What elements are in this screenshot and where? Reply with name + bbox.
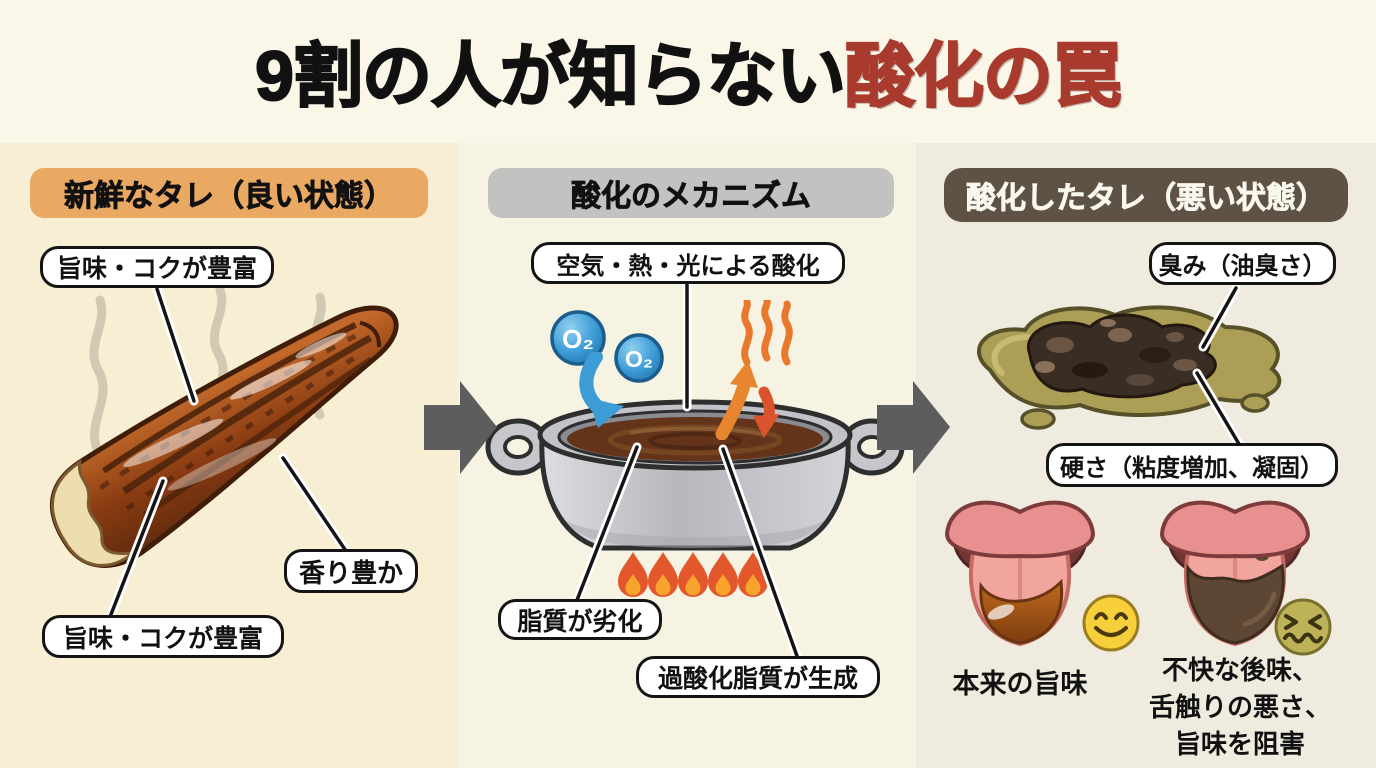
callout-oily-smell: 臭み（油臭さ）	[1149, 242, 1336, 285]
page-title: 9割の人が知らない酸化の罠	[0, 14, 1376, 126]
disgusted-face-icon	[1274, 598, 1332, 656]
header-oxidized-sauce: 酸化したタレ（悪い状態）	[944, 168, 1348, 222]
oxygen-down-arrow-icon	[579, 352, 624, 428]
happy-face-icon	[1082, 594, 1140, 652]
o2-molecule-icon: O₂	[614, 333, 664, 383]
o2-molecule-icon: O₂	[550, 310, 606, 366]
o2-label: O₂	[625, 346, 653, 372]
header-fresh-sauce: 新鮮なタレ（良い状態）	[30, 168, 428, 218]
callout-umami-rich-top: 旨味・コクが豊富	[40, 246, 274, 288]
heat-up-arrow-icon	[715, 360, 780, 440]
callout-rich-aroma: 香り豊か	[284, 549, 418, 593]
transition-arrow-icon	[424, 381, 497, 474]
callout-lipid-degradation: 脂質が劣化	[498, 599, 662, 640]
callout-peroxide-formation: 過酸化脂質が生成	[636, 656, 880, 698]
label-bad-taste-line2: 舌触りの悪さ、	[1148, 691, 1331, 722]
header-oxidation-mechanism: 酸化のメカニズム	[488, 168, 894, 218]
heat-waves-icon	[741, 300, 793, 366]
label-bad-taste-line1: 不快な後味、	[1161, 655, 1318, 685]
transition-arrow-icon	[877, 381, 950, 474]
label-original-umami: 本来の旨味	[952, 669, 1088, 699]
tongue-good-illustration	[944, 500, 1096, 647]
eel-illustration	[49, 305, 399, 568]
flame-icon	[618, 552, 768, 597]
callout-hardness: 硬さ（粘度増加、凝固）	[1046, 443, 1338, 487]
oxidized-sludge-illustration	[977, 305, 1282, 430]
title-text-red: 酸化の罠	[844, 36, 1123, 116]
label-bad-taste-line3: 旨味を阻害	[1174, 728, 1305, 759]
title-text-black: 9割の人が知らない	[254, 36, 847, 116]
label-bad-taste: 不快な後味、 舌触りの悪さ、 旨味を阻害	[1130, 652, 1350, 763]
callout-umami-rich-bottom: 旨味・コクが豊富	[42, 615, 284, 658]
pot-illustration	[485, 399, 905, 551]
o2-label: O₂	[562, 324, 594, 354]
callout-oxidation-cause: 空気・熱・光による酸化	[531, 242, 845, 284]
tongue-bad-illustration	[1159, 500, 1311, 647]
